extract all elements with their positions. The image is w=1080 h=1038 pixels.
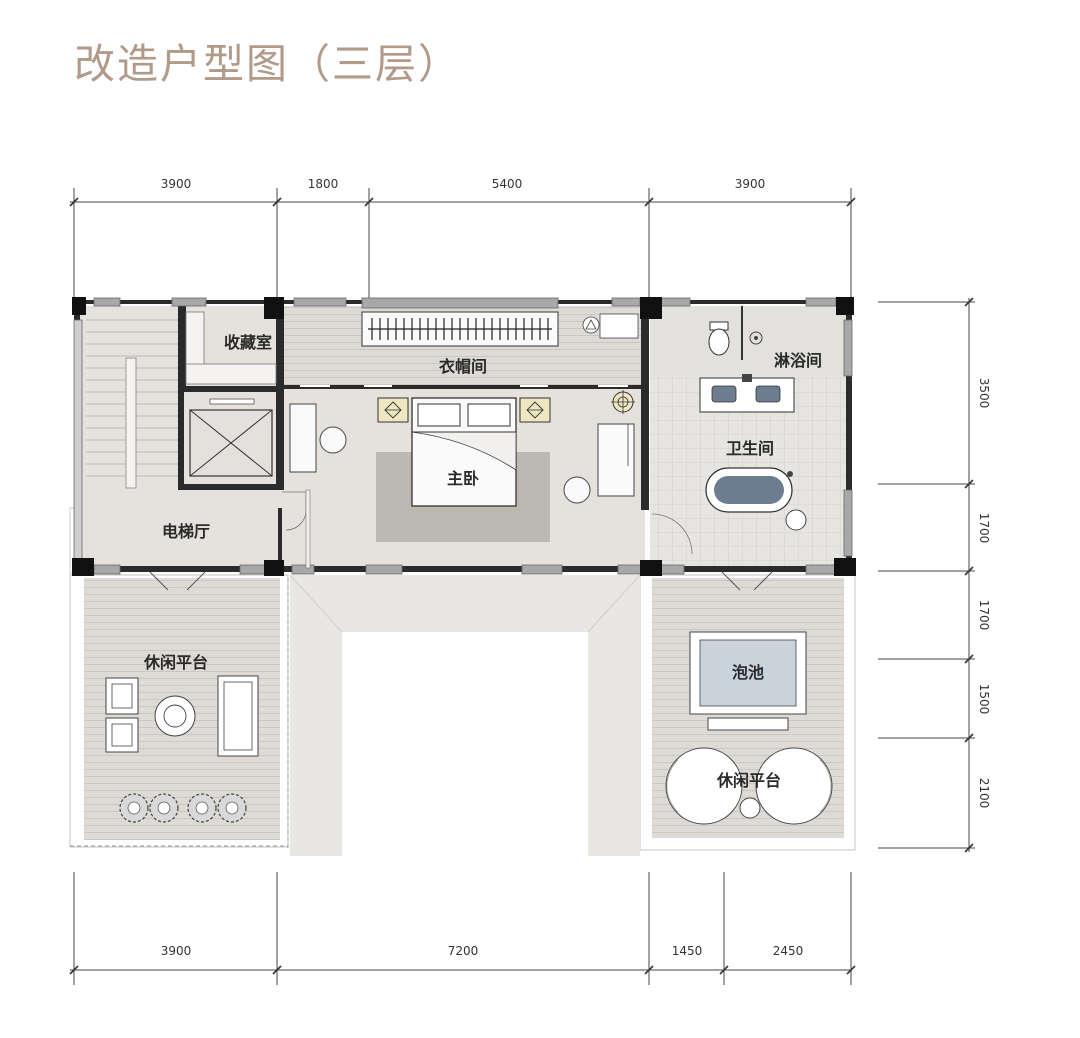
floor-lamp	[611, 390, 635, 414]
windows	[73, 297, 853, 575]
right-dim-3: 1700	[977, 600, 991, 631]
bathtub	[705, 467, 793, 513]
top-dim-2: 1800	[308, 177, 339, 191]
top-dim-4: 3900	[735, 177, 766, 191]
label-shower-room: 淋浴间	[774, 351, 822, 370]
storage-room	[185, 311, 277, 385]
wardrobe	[361, 311, 639, 347]
label-elevator-hall: 电梯厅	[162, 522, 210, 541]
top-dimension-line: 3900 1800 5400 3900	[69, 177, 856, 298]
label-pool: 泡池	[732, 663, 764, 682]
bottom-dim-2: 7200	[448, 944, 479, 958]
room-labels: 收藏室 衣帽间 淋浴间 卫生间 主卧 电梯厅 休闲平台 泡池 休闲平台	[143, 333, 822, 790]
courtyard-void	[289, 574, 641, 856]
label-master-bedroom: 主卧	[447, 469, 479, 488]
columns	[72, 297, 856, 576]
top-dim-1: 3900	[161, 177, 192, 191]
right-dim-4: 1500	[977, 684, 991, 715]
label-left-terrace: 休闲平台	[143, 653, 208, 672]
floor-fills	[80, 306, 846, 568]
top-dim-3: 5400	[492, 177, 523, 191]
right-dim-2: 1700	[977, 513, 991, 544]
toilet	[708, 321, 730, 356]
label-storage-room: 收藏室	[224, 333, 272, 352]
elevator	[189, 398, 273, 477]
label-cloakroom: 衣帽间	[439, 357, 487, 376]
bathroom-fixtures	[651, 306, 807, 555]
right-dim-1: 3500	[977, 378, 991, 409]
label-right-terrace: 休闲平台	[716, 771, 781, 790]
bottom-dim-3: 1450	[672, 944, 703, 958]
planters	[119, 793, 247, 823]
nightstand-right	[519, 397, 551, 423]
shower-head	[749, 331, 763, 345]
bottom-dim-1: 3900	[161, 944, 192, 958]
right-terrace-furniture	[665, 571, 833, 825]
right-dim-5: 2100	[977, 778, 991, 809]
bottom-dimension-line: 3900 7200 1450 2450	[69, 872, 856, 985]
page-title: 改造户型图（三层）	[74, 40, 461, 88]
right-dimension-line: 3500 1700 1700 1500 2100	[878, 297, 991, 853]
master-bedroom-furniture	[282, 390, 635, 569]
nightstand-left	[377, 397, 409, 423]
bottom-dim-4: 2450	[773, 944, 804, 958]
label-bathroom: 卫生间	[726, 439, 774, 458]
left-terrace-furniture	[105, 571, 259, 823]
